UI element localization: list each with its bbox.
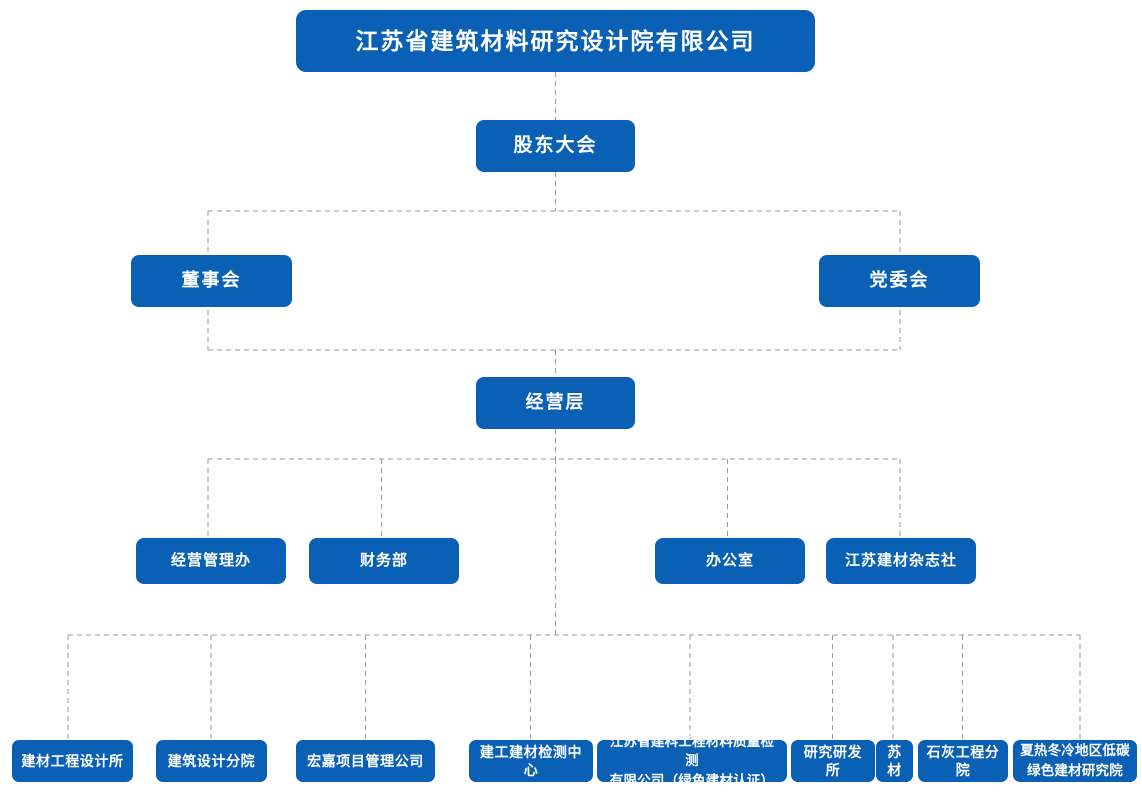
node-unit-low-carbon-green-building-material-research-institute[interactable]: 夏热冬冷地区低碳 绿色建材研究院 <box>1013 740 1137 782</box>
node-dept-finance[interactable]: 财务部 <box>309 538 459 584</box>
node-unit-research-and-development-institute[interactable]: 研究研发所 <box>791 740 875 782</box>
node-unit-architectural-design-branch[interactable]: 建筑设计分院 <box>156 740 267 782</box>
node-dept-jiangsu-building-materials-magazine[interactable]: 江苏建材杂志社 <box>826 538 976 584</box>
node-unit-building-material-engineering-design-institute[interactable]: 建材工程设计所 <box>12 740 133 782</box>
node-dept-operations-management-office[interactable]: 经营管理办 <box>136 538 286 584</box>
node-unit-construction-material-testing-center[interactable]: 建工建材检测中心 <box>469 740 593 782</box>
node-root-company[interactable]: 江苏省建筑材料研究设计院有限公司 <box>296 10 815 72</box>
node-unit-sucai[interactable]: 苏材 <box>876 740 913 782</box>
node-management-level[interactable]: 经营层 <box>476 377 635 429</box>
node-shareholders-meeting[interactable]: 股东大会 <box>476 120 635 172</box>
node-unit-hongjia-project-management-company[interactable]: 宏嘉项目管理公司 <box>296 740 435 782</box>
node-unit-jiangsu-jianke-material-quality-testing-co[interactable]: 江苏省建科工程材料质量检测 有限公司（绿色建材认证） <box>597 734 787 788</box>
node-unit-lime-engineering-branch[interactable]: 石灰工程分院 <box>918 740 1008 782</box>
node-board-of-directors[interactable]: 董事会 <box>131 255 292 307</box>
node-party-committee[interactable]: 党委会 <box>819 255 980 307</box>
node-dept-general-office[interactable]: 办公室 <box>655 538 805 584</box>
